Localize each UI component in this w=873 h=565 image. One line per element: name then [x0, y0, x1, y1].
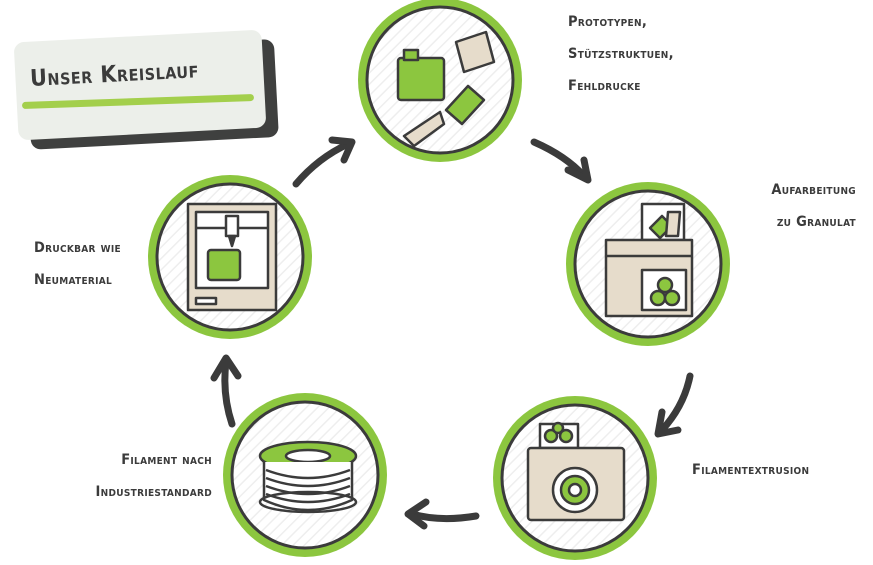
step-circle-printer	[148, 175, 312, 339]
step-label-printer: Druckbar wie Neumaterial	[34, 232, 121, 296]
step-circle-prototypes	[358, 0, 522, 162]
arrow-4-to-5	[210, 354, 242, 428]
cycle-arrows	[210, 136, 694, 530]
step-label-line: Druckbar wie	[34, 240, 121, 256]
step-label-line: Filament nach	[121, 452, 212, 468]
arrow-5-to-1	[292, 136, 356, 188]
3d-printer-icon	[186, 202, 278, 312]
step-label-line: Aufarbeitung	[771, 182, 856, 198]
step-circle-filament	[223, 393, 387, 557]
arrow-2-to-3	[654, 372, 694, 438]
step-label-line: Fehldrucke	[568, 78, 641, 94]
printed-parts-icon	[396, 30, 496, 148]
step-label-line: Prototypen,	[568, 14, 648, 30]
filament-spool-icon	[258, 440, 358, 514]
arrow-3-to-4	[404, 498, 480, 530]
step-label-filament: Filament nach Industriestandard	[52, 444, 212, 508]
step-circle-granulate	[566, 182, 730, 346]
step-label-line: Neumaterial	[34, 272, 113, 288]
step-label-line: Stützstruktuen,	[568, 46, 674, 62]
step-label-line: Industriestandard	[95, 484, 212, 500]
step-label-granulate: Aufarbeitung zu Granulat	[748, 174, 856, 238]
step-label-extrusion: Filamentextrusion	[692, 454, 809, 486]
shredder-granulate-icon	[604, 202, 694, 318]
extruder-icon	[526, 421, 626, 522]
step-label-line: Filamentextrusion	[692, 462, 810, 478]
step-label-line: zu Granulat	[776, 214, 856, 230]
step-circle-extrusion	[493, 396, 657, 560]
arrow-1-to-2	[530, 138, 592, 184]
step-label-prototypes: Prototypen, Stützstruktuen, Fehldrucke	[568, 6, 674, 102]
